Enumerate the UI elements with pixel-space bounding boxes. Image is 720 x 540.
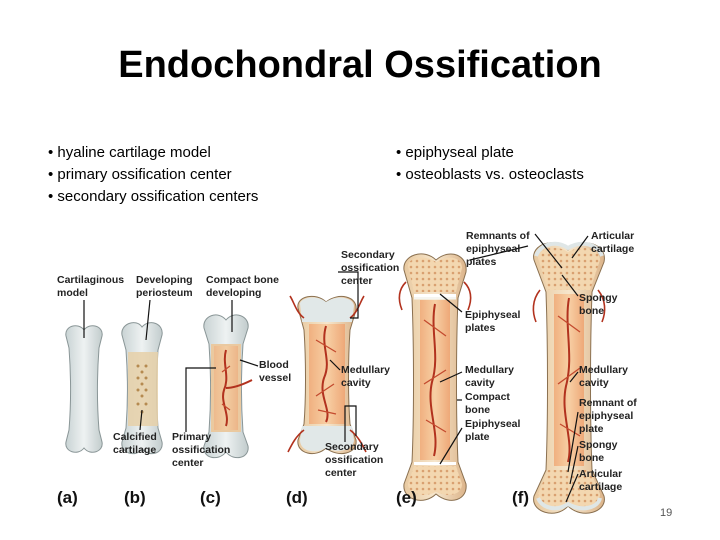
bone-f: [532, 241, 606, 514]
bullet-item: secondary ossification centers: [48, 186, 258, 208]
panel-label-e: (e): [396, 488, 417, 507]
slide-number: 19: [660, 507, 673, 519]
bone-c: [203, 314, 253, 459]
leader-lines: [83, 233, 589, 503]
bone-a: [65, 325, 103, 453]
slide-title: Endochondral Ossification: [118, 44, 602, 86]
panel-label-d: (d): [286, 488, 308, 507]
bone-b: [121, 322, 163, 455]
bullet-item: osteoblasts vs. osteoclasts: [396, 164, 583, 186]
panel-label-b: (b): [124, 488, 146, 507]
panel-label-a: (a): [57, 488, 78, 507]
bullet-list-right: epiphyseal plate osteoblasts vs. osteocl…: [396, 142, 584, 186]
bullet-item: hyaline cartilage model: [48, 142, 258, 164]
bullet-item: primary ossification center: [48, 164, 258, 186]
bullet-item: epiphyseal plate: [396, 142, 584, 164]
panel-label-f: (f): [512, 488, 529, 507]
bone-d: [287, 295, 367, 455]
bullet-list-left: hyaline cartilage model primary ossifica…: [48, 142, 258, 208]
panel-label-c: (c): [200, 488, 221, 507]
bone-e: [398, 253, 472, 501]
